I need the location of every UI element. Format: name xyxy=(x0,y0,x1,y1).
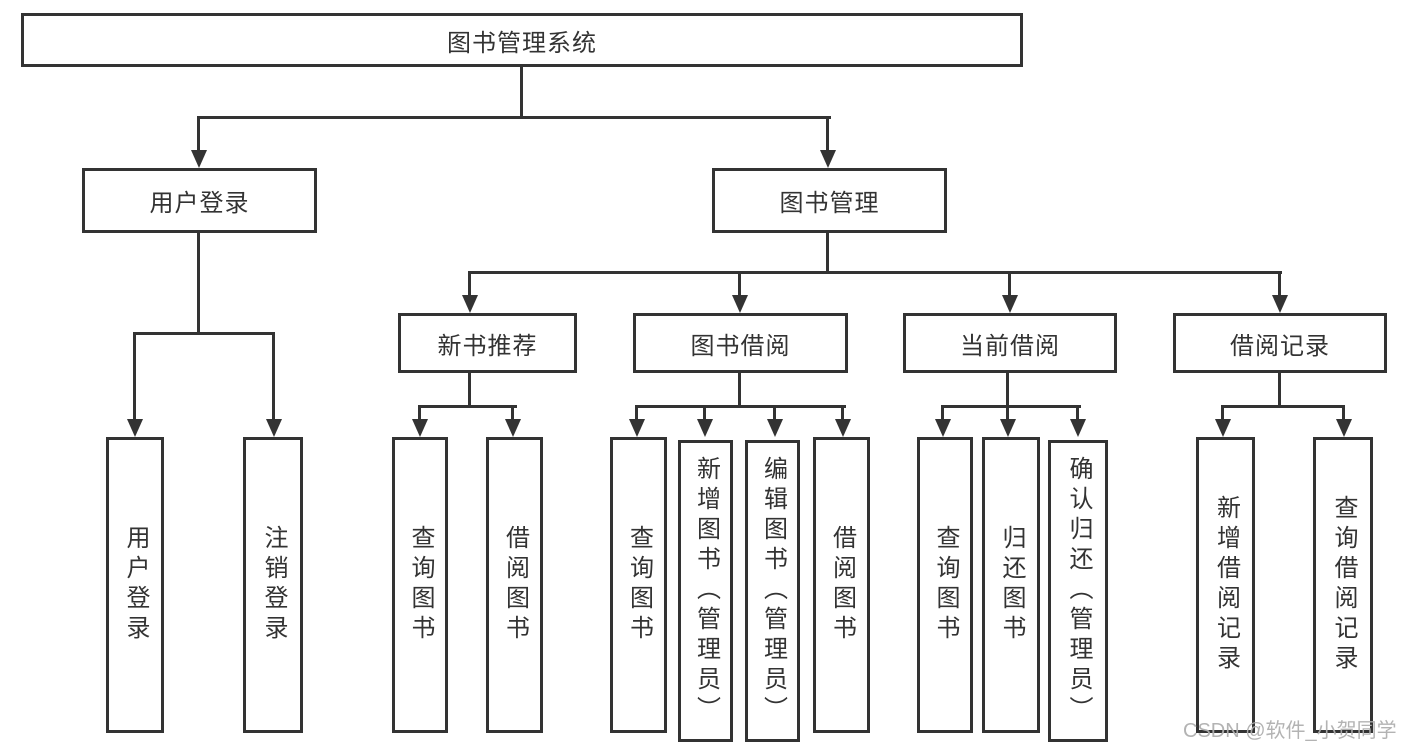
node-book-management: 图书管理 xyxy=(712,168,947,233)
connector-line xyxy=(841,405,844,423)
leaf-bb-edit-books-admin-label: 编辑图书（管理员） xyxy=(759,456,787,726)
arrow-down-icon xyxy=(697,419,713,437)
connector-line xyxy=(1008,271,1011,298)
node-current-borrow: 当前借阅 xyxy=(903,313,1117,373)
leaf-bb-add-books-admin-label: 新增图书（管理员） xyxy=(692,456,720,726)
connector-line xyxy=(272,332,275,422)
arrow-down-icon xyxy=(935,419,951,437)
connector-line xyxy=(1221,405,1224,423)
arrow-down-icon xyxy=(191,150,207,168)
leaf-rec-query-books: 查询图书 xyxy=(392,437,448,733)
connector-line xyxy=(133,332,136,422)
node-user-login-label: 用户登录 xyxy=(149,190,250,217)
connector-line xyxy=(197,233,200,335)
arrow-down-icon xyxy=(1272,295,1288,313)
node-borrow-records: 借阅记录 xyxy=(1173,313,1387,373)
connector-line xyxy=(1221,405,1345,408)
arrow-down-icon xyxy=(1002,295,1018,313)
connector-line xyxy=(635,405,638,423)
leaf-br-add-record-label: 新增借阅记录 xyxy=(1212,495,1240,675)
connector-line xyxy=(703,405,706,423)
node-book-borrow: 图书借阅 xyxy=(633,313,848,373)
connector-line xyxy=(1278,373,1281,408)
connector-line xyxy=(468,373,471,408)
arrow-down-icon xyxy=(629,419,645,437)
arrow-down-icon xyxy=(412,419,428,437)
node-library-system: 图书管理系统 xyxy=(21,13,1023,67)
connector-line xyxy=(738,271,741,298)
arrow-down-icon xyxy=(1000,419,1016,437)
connector-line xyxy=(738,373,741,408)
connector-line xyxy=(1278,271,1281,298)
arrow-down-icon xyxy=(835,419,851,437)
connector-line xyxy=(826,116,829,154)
arrow-down-icon xyxy=(462,295,478,313)
csdn-watermark: CSDN @软件_小贺同学 xyxy=(1183,720,1397,742)
node-current-borrow-label: 当前借阅 xyxy=(960,332,1060,360)
connector-line xyxy=(941,405,944,423)
leaf-cb-query-books-label: 查询图书 xyxy=(932,525,959,645)
connector-line xyxy=(197,116,831,119)
connector-line xyxy=(941,405,1081,408)
connector-line xyxy=(1342,405,1345,423)
connector-line xyxy=(826,233,829,274)
node-new-book-recommend-label: 新书推荐 xyxy=(437,332,538,360)
arrow-down-icon xyxy=(127,419,143,437)
arrow-down-icon xyxy=(767,419,783,437)
connector-line xyxy=(1006,373,1009,408)
arrow-down-icon xyxy=(1070,419,1086,437)
leaf-cb-confirm-return-admin: 确认归还（管理员） xyxy=(1048,440,1108,742)
leaf-br-query-record-label: 查询借阅记录 xyxy=(1330,495,1357,675)
leaf-logout-label: 注销登录 xyxy=(260,525,287,645)
leaf-cb-confirm-return-admin-label: 确认归还（管理员） xyxy=(1065,456,1092,726)
connector-line xyxy=(1076,405,1079,423)
leaf-bb-query-books-label: 查询图书 xyxy=(625,525,653,645)
leaf-bb-borrow-books: 借阅图书 xyxy=(813,437,870,733)
connector-line xyxy=(468,271,1282,274)
arrow-down-icon xyxy=(732,295,748,313)
leaf-rec-borrow-books: 借阅图书 xyxy=(486,437,543,733)
leaf-bb-edit-books-admin: 编辑图书（管理员） xyxy=(745,440,800,742)
leaf-rec-query-books-label: 查询图书 xyxy=(407,525,434,645)
connector-line xyxy=(773,405,776,423)
arrow-down-icon xyxy=(1215,419,1231,437)
leaf-logout: 注销登录 xyxy=(243,437,303,733)
connector-line xyxy=(468,271,471,298)
node-user-login: 用户登录 xyxy=(82,168,317,233)
leaf-bb-borrow-books-label: 借阅图书 xyxy=(828,525,856,645)
node-library-system-label: 图书管理系统 xyxy=(447,29,597,57)
leaf-br-query-record: 查询借阅记录 xyxy=(1313,437,1373,733)
connector-line xyxy=(197,116,200,154)
leaf-cb-query-books: 查询图书 xyxy=(917,437,973,733)
leaf-br-add-record: 新增借阅记录 xyxy=(1196,437,1255,733)
connector-line xyxy=(511,405,514,423)
leaf-rec-borrow-books-label: 借阅图书 xyxy=(501,525,529,645)
leaf-user-login-label: 用户登录 xyxy=(122,525,149,645)
arrow-down-icon xyxy=(820,150,836,168)
connector-line xyxy=(520,67,523,118)
arrow-down-icon xyxy=(266,419,282,437)
connector-line xyxy=(418,405,421,423)
connector-line xyxy=(418,405,517,408)
leaf-bb-query-books: 查询图书 xyxy=(610,437,667,733)
node-book-management-label: 图书管理 xyxy=(779,190,880,217)
leaf-bb-add-books-admin: 新增图书（管理员） xyxy=(678,440,733,742)
node-book-borrow-label: 图书借阅 xyxy=(690,332,791,360)
connector-line xyxy=(133,332,275,335)
leaf-cb-return-books: 归还图书 xyxy=(982,437,1040,733)
arrow-down-icon xyxy=(505,419,521,437)
node-new-book-recommend: 新书推荐 xyxy=(398,313,577,373)
leaf-user-login: 用户登录 xyxy=(106,437,164,733)
node-borrow-records-label: 借阅记录 xyxy=(1230,332,1330,360)
arrow-down-icon xyxy=(1336,419,1352,437)
connector-line xyxy=(1006,405,1009,423)
leaf-cb-return-books-label: 归还图书 xyxy=(998,525,1025,645)
connector-line xyxy=(635,405,846,408)
